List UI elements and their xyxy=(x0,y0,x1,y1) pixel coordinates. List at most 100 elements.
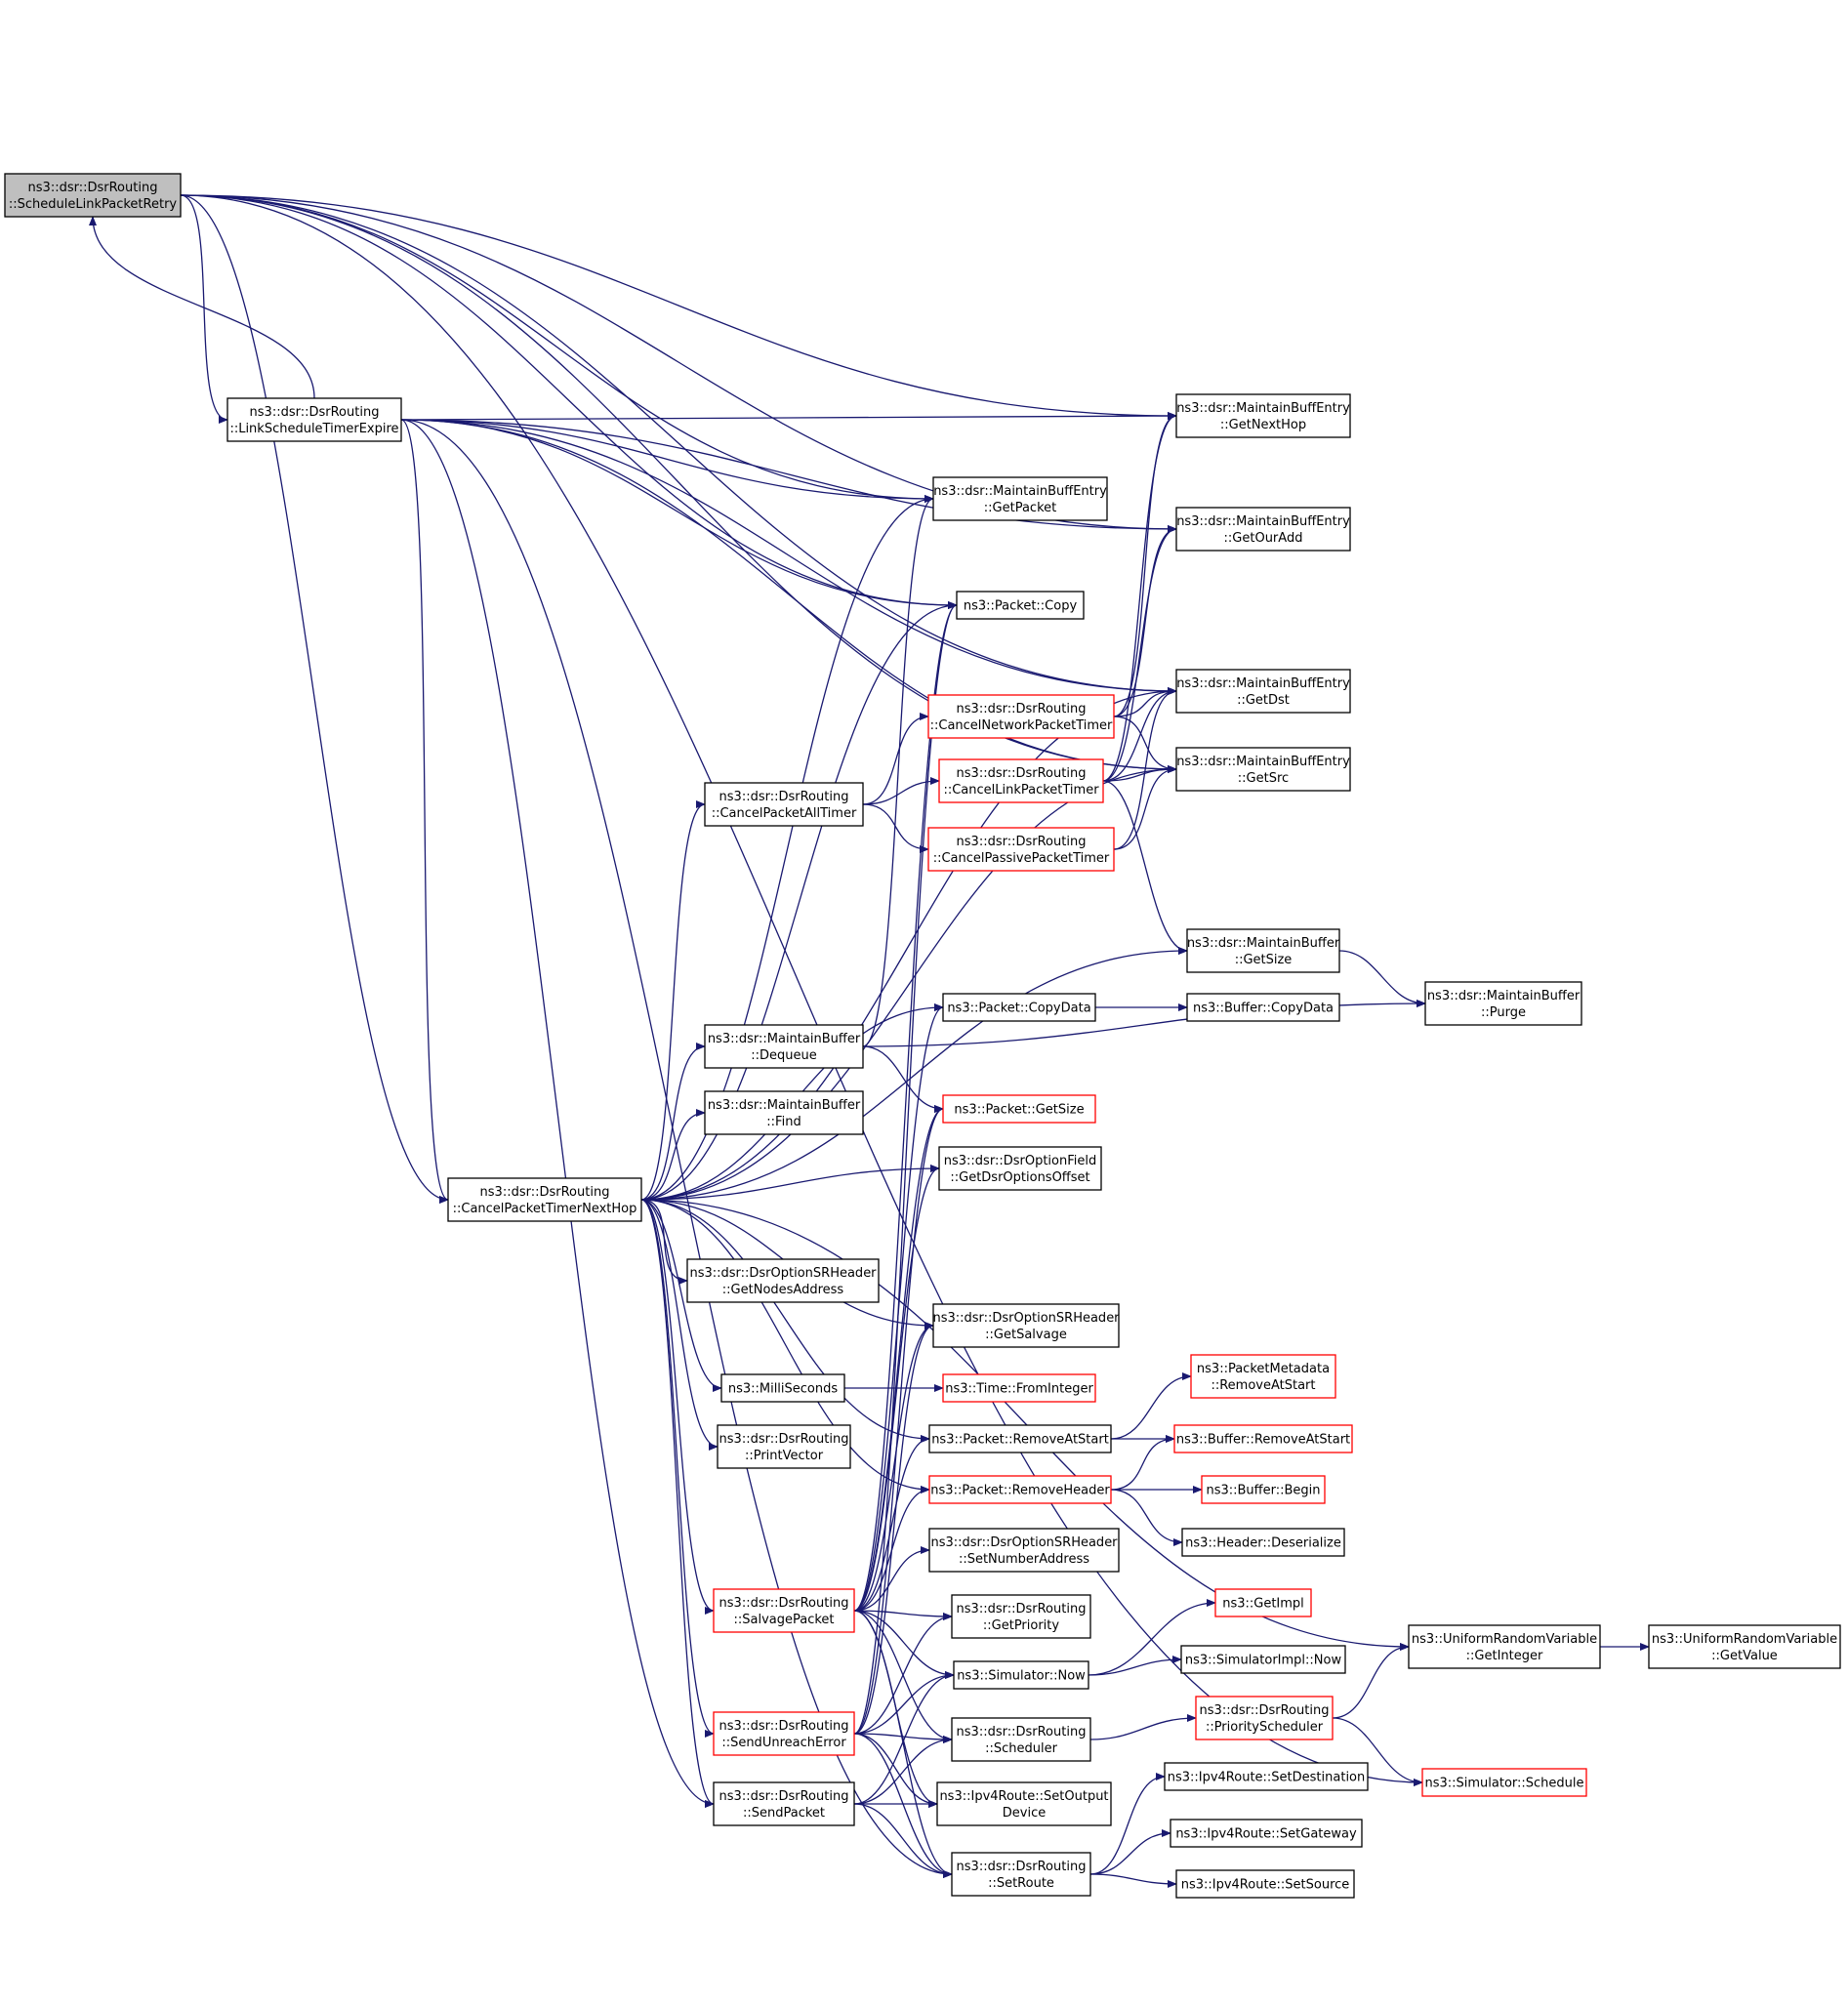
node-box[interactable] xyxy=(1186,993,1340,1022)
node-box[interactable] xyxy=(686,1258,880,1303)
node-dsr-dsrrouting-getpriority[interactable]: ns3::dsr::DsrRouting::GetPriority xyxy=(951,1594,1091,1639)
node-dsr-dsrrouting-linkscheduletimerexpire[interactable]: ns3::dsr::DsrRouting::LinkScheduleTimerE… xyxy=(226,397,402,442)
node-header-deserialize[interactable]: ns3::Header::Deserialize xyxy=(1181,1528,1345,1557)
node-packet-copy[interactable]: ns3::Packet::Copy xyxy=(956,591,1085,620)
node-uniformrandomvariable-getvalue[interactable]: ns3::UniformRandomVariable::GetValue xyxy=(1648,1624,1841,1669)
node-buffer-begin[interactable]: ns3::Buffer::Begin xyxy=(1201,1475,1326,1504)
node-box[interactable] xyxy=(226,397,402,442)
node-box[interactable] xyxy=(951,1594,1091,1639)
node-box[interactable] xyxy=(938,758,1104,803)
node-box[interactable] xyxy=(713,1781,855,1826)
node-dsr-dsrrouting-setroute[interactable]: ns3::dsr::DsrRouting::SetRoute xyxy=(951,1852,1091,1897)
node-box[interactable] xyxy=(951,1717,1091,1762)
node-dsr-maintainbuffentry-getouradd[interactable]: ns3::dsr::MaintainBuffEntry::GetOurAdd xyxy=(1175,507,1351,552)
node-box[interactable] xyxy=(1181,1528,1345,1557)
node-dsr-dsrrouting-scheduler[interactable]: ns3::dsr::DsrRouting::Scheduler xyxy=(951,1717,1091,1762)
node-simulator-schedule[interactable]: ns3::Simulator::Schedule xyxy=(1421,1768,1587,1797)
node-dsr-maintainbuffentry-getsrc[interactable]: ns3::dsr::MaintainBuffEntry::GetSrc xyxy=(1175,747,1351,792)
node-ipv4route-setgateway[interactable]: ns3::Ipv4Route::SetGateway xyxy=(1170,1819,1363,1848)
node-box[interactable] xyxy=(1214,1588,1312,1617)
node-dsr-maintainbuffentry-getdst[interactable]: ns3::dsr::MaintainBuffEntry::GetDst xyxy=(1175,669,1351,714)
node-dsr-dsrrouting-cancelpassivepackettimer[interactable]: ns3::dsr::DsrRouting::CancelPassivePacke… xyxy=(927,827,1115,872)
node-dsr-maintainbuffer-find[interactable]: ns3::dsr::MaintainBuffer::Find xyxy=(704,1090,864,1135)
node-dsr-dsrrouting-sendpacket[interactable]: ns3::dsr::DsrRouting::SendPacket xyxy=(713,1781,855,1826)
node-box[interactable] xyxy=(928,1424,1112,1453)
node-box[interactable] xyxy=(956,591,1085,620)
node-dsr-maintainbuffentry-getpacket[interactable]: ns3::dsr::MaintainBuffEntry::GetPacket xyxy=(932,476,1108,521)
node-dsr-dsroptionsrheader-setnumberaddress[interactable]: ns3::dsr::DsrOptionSRHeader::SetNumberAd… xyxy=(928,1528,1120,1573)
node-box[interactable] xyxy=(1180,1645,1346,1674)
node-box[interactable] xyxy=(1175,669,1351,714)
node-box[interactable] xyxy=(1170,1819,1363,1848)
node-packetmetadata-removeatstart[interactable]: ns3::PacketMetadata::RemoveAtStart xyxy=(1190,1354,1336,1399)
node-dsr-maintainbuffer-purge[interactable]: ns3::dsr::MaintainBuffer::Purge xyxy=(1424,981,1582,1026)
node-box[interactable] xyxy=(1421,1768,1587,1797)
node-box[interactable] xyxy=(1175,393,1351,438)
node-packet-removeheader[interactable]: ns3::Packet::RemoveHeader xyxy=(928,1475,1112,1504)
node-box[interactable] xyxy=(704,1024,864,1069)
node-box[interactable] xyxy=(942,1373,1096,1403)
node-box[interactable] xyxy=(1190,1354,1336,1399)
node-box[interactable] xyxy=(1175,747,1351,792)
node-dsr-maintainbuffentry-getnexthop[interactable]: ns3::dsr::MaintainBuffEntry::GetNextHop xyxy=(1175,393,1351,438)
node-box[interactable] xyxy=(932,476,1108,521)
node-simulator-now[interactable]: ns3::Simulator::Now xyxy=(953,1660,1089,1690)
node-dsr-dsroptionsrheader-getsalvage[interactable]: ns3::dsr::DsrOptionSRHeader::GetSalvage xyxy=(932,1303,1120,1348)
node-box[interactable] xyxy=(928,1475,1112,1504)
node-box[interactable] xyxy=(936,1781,1112,1826)
node-buffer-removeatstart[interactable]: ns3::Buffer::RemoveAtStart xyxy=(1173,1424,1353,1453)
node-time-frominteger[interactable]: ns3::Time::FromInteger xyxy=(942,1373,1096,1403)
node-dsr-dsroptionsrheader-getnodesaddress[interactable]: ns3::dsr::DsrOptionSRHeader::GetNodesAdd… xyxy=(686,1258,880,1303)
node-dsr-dsrrouting-sendunreacherror[interactable]: ns3::dsr::DsrRouting::SendUnreachError xyxy=(713,1711,855,1756)
node-packet-removeatstart[interactable]: ns3::Packet::RemoveAtStart xyxy=(928,1424,1112,1453)
node-dsr-dsroptionfield-getdsroptionsoffset[interactable]: ns3::dsr::DsrOptionField::GetDsrOptionsO… xyxy=(938,1146,1102,1191)
node-box[interactable] xyxy=(717,1424,851,1469)
node-dsr-dsrrouting-cancellinkpackettimer[interactable]: ns3::dsr::DsrRouting::CancelLinkPacketTi… xyxy=(938,758,1104,803)
node-box[interactable] xyxy=(927,827,1115,872)
node-dsr-dsrrouting-printvector[interactable]: ns3::dsr::DsrRouting::PrintVector xyxy=(717,1424,851,1469)
node-box[interactable] xyxy=(1424,981,1582,1026)
node-box[interactable] xyxy=(704,782,864,827)
node-dsr-maintainbuffer-dequeue[interactable]: ns3::dsr::MaintainBuffer::Dequeue xyxy=(704,1024,864,1069)
node-dsr-dsrrouting-cancelnetworkpackettimer[interactable]: ns3::dsr::DsrRouting::CancelNetworkPacke… xyxy=(927,694,1115,739)
node-box[interactable] xyxy=(4,173,182,218)
node-box[interactable] xyxy=(1175,507,1351,552)
node-box[interactable] xyxy=(1648,1624,1841,1669)
node-dsr-dsrrouting-salvagepacket[interactable]: ns3::dsr::DsrRouting::SalvagePacket xyxy=(713,1588,855,1633)
node-simulatorimpl-now[interactable]: ns3::SimulatorImpl::Now xyxy=(1180,1645,1346,1674)
node-box[interactable] xyxy=(942,1094,1096,1124)
node-box[interactable] xyxy=(951,1852,1091,1897)
node-box[interactable] xyxy=(1173,1424,1353,1453)
node-getimpl[interactable]: ns3::GetImpl xyxy=(1214,1588,1312,1617)
node-box[interactable] xyxy=(713,1711,855,1756)
node-box[interactable] xyxy=(927,694,1115,739)
node-box[interactable] xyxy=(1195,1696,1334,1740)
node-box[interactable] xyxy=(1186,928,1340,973)
node-box[interactable] xyxy=(1201,1475,1326,1504)
node-box[interactable] xyxy=(928,1528,1120,1573)
node-uniformrandomvariable-getinteger[interactable]: ns3::UniformRandomVariable::GetInteger xyxy=(1408,1624,1601,1669)
node-ipv4route-setsource[interactable]: ns3::Ipv4Route::SetSource xyxy=(1175,1869,1355,1899)
node-dsr-dsrrouting-schedulelinkpacketretry[interactable]: ns3::dsr::DsrRouting::ScheduleLinkPacket… xyxy=(4,173,182,218)
node-ipv4route-setdestination[interactable]: ns3::Ipv4Route::SetDestination xyxy=(1164,1762,1369,1791)
node-box[interactable] xyxy=(447,1177,642,1222)
node-buffer-copydata[interactable]: ns3::Buffer::CopyData xyxy=(1186,993,1340,1022)
node-packet-copydata[interactable]: ns3::Packet::CopyData xyxy=(942,993,1096,1022)
node-milliseconds[interactable]: ns3::MilliSeconds xyxy=(720,1373,845,1403)
node-box[interactable] xyxy=(704,1090,864,1135)
node-dsr-dsrrouting-cancelpacketalltimer[interactable]: ns3::dsr::DsrRouting::CancelPacketAllTim… xyxy=(704,782,864,827)
node-box[interactable] xyxy=(1164,1762,1369,1791)
node-box[interactable] xyxy=(953,1660,1089,1690)
node-packet-getsize[interactable]: ns3::Packet::GetSize xyxy=(942,1094,1096,1124)
node-box[interactable] xyxy=(938,1146,1102,1191)
node-box[interactable] xyxy=(942,993,1096,1022)
node-box[interactable] xyxy=(1175,1869,1355,1899)
node-box[interactable] xyxy=(713,1588,855,1633)
node-box[interactable] xyxy=(1408,1624,1601,1669)
node-box[interactable] xyxy=(932,1303,1120,1348)
node-dsr-dsrrouting-cancelpackettimernexthop[interactable]: ns3::dsr::DsrRouting::CancelPacketTimerN… xyxy=(447,1177,642,1222)
node-box[interactable] xyxy=(720,1373,845,1403)
node-dsr-dsrrouting-priorityscheduler[interactable]: ns3::dsr::DsrRouting::PriorityScheduler xyxy=(1195,1696,1334,1740)
node-dsr-maintainbuffer-getsize[interactable]: ns3::dsr::MaintainBuffer::GetSize xyxy=(1186,928,1340,973)
